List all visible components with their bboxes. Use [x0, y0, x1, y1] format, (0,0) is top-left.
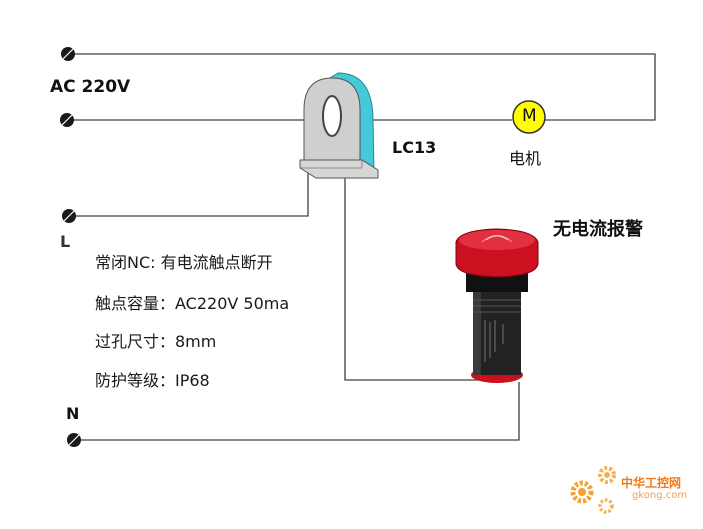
neutral-label: N [66, 404, 80, 423]
line-label: L [60, 232, 71, 251]
buzzer-label-print [484, 320, 504, 362]
terminals [58, 45, 83, 449]
motor-circle [512, 100, 546, 134]
supply-label: AC 220V [50, 77, 131, 97]
terminal-supply-bottom [58, 111, 76, 129]
buzzer-top [459, 230, 535, 250]
spec-protection-rating: 防护等级：IP68 [95, 371, 210, 390]
wires [68, 53, 656, 441]
sensor-through-hole [322, 95, 342, 137]
wire-line [70, 160, 309, 217]
spec-contact-capacity: 触点容量：AC220V 50ma [95, 294, 290, 313]
buzzer-thread [473, 299, 521, 313]
spec-contact-type: 常闭NC: 有电流触点断开 [95, 253, 273, 272]
buzzer-collar [466, 272, 528, 292]
motor-label: 电机 [509, 149, 542, 168]
watermark-name: 中华工控网 [621, 476, 682, 490]
motor-symbol: M [522, 106, 537, 126]
spec-hole-size: 过孔尺寸：8mm [95, 332, 217, 351]
watermark-url: gkong.com [632, 490, 688, 501]
wire-supply-top [68, 53, 656, 121]
wire-neutral [74, 382, 520, 441]
sensor-base [299, 159, 379, 179]
wire-sensor-to-alarm [344, 178, 478, 381]
sensor-label: LC13 [392, 138, 437, 157]
alarm-label: 无电流报警 [553, 219, 643, 240]
alarm-buzzer [455, 228, 539, 383]
motor [512, 100, 546, 134]
terminal-line [60, 207, 78, 225]
current-sensor-lc13 [299, 72, 379, 179]
terminal-neutral [65, 431, 83, 449]
terminal-supply-top [59, 45, 77, 63]
watermark-gear-icon [570, 466, 616, 514]
